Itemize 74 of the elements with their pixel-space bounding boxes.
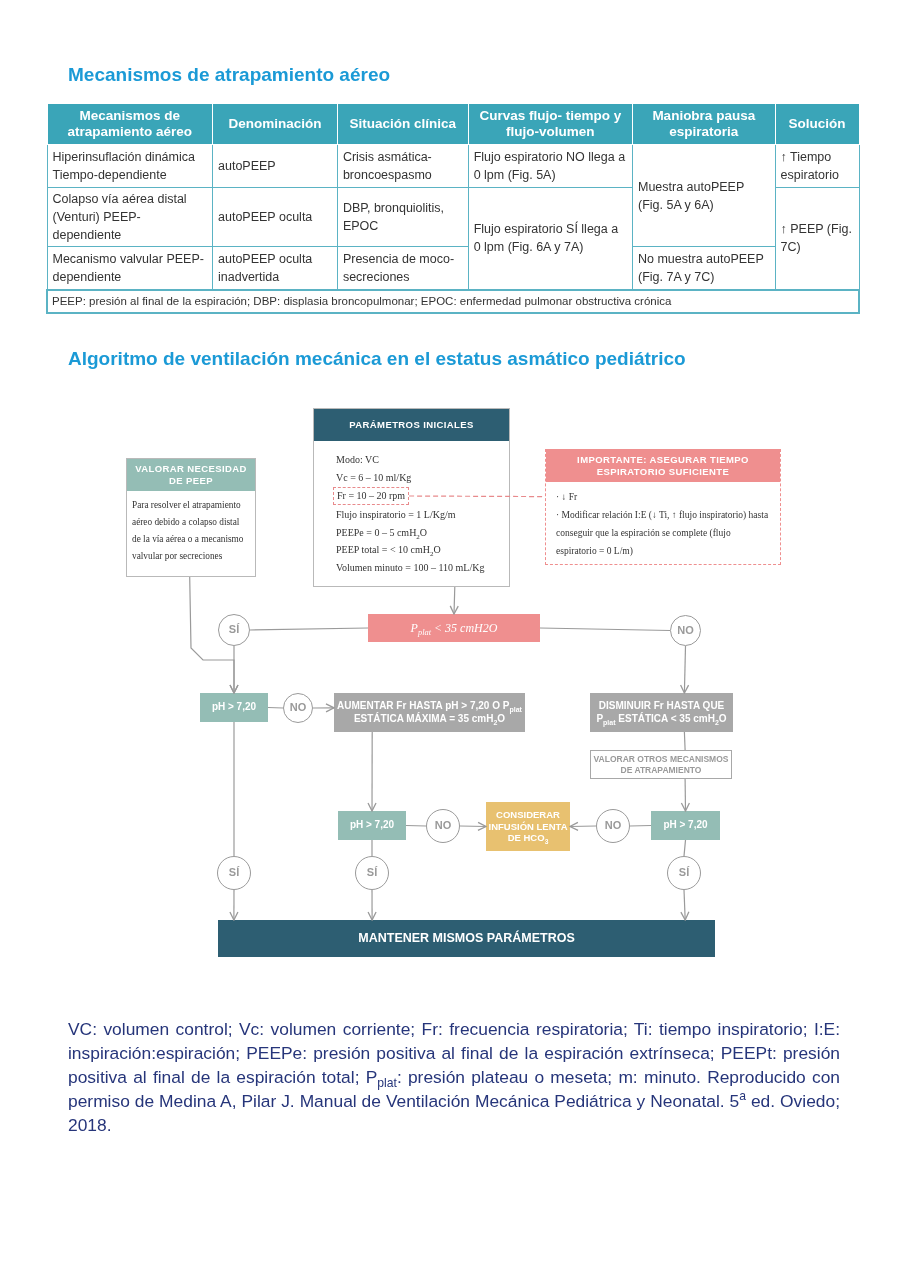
table-cell: Mecanismo valvular PEEP-dependiente: [47, 246, 213, 290]
answer-circle: SÍ: [355, 856, 389, 890]
highlight-box: Fr = 10 – 20 rpm: [333, 487, 410, 505]
condition-box: pH > 7,20: [338, 811, 406, 840]
answer-circle: SÍ: [667, 856, 701, 890]
connector-line: [233, 721, 235, 857]
action-box: VALORAR OTROS MECANISMOS DE ATRAPAMIENTO: [590, 750, 732, 779]
box-heading: IMPORTANTE: ASEGURAR TIEMPO ESPIRATORIO SUFICIENTE: [546, 449, 780, 482]
answer-circle: NO: [426, 809, 460, 843]
warning-box: [545, 449, 781, 565]
arrow: [680, 889, 690, 921]
box-text: · ↓ Fr: [556, 491, 579, 504]
box-text: Para resolver el atrapamiento aéreo debido a colapso distal de la vía aérea o a mecanismo valvular por secreciones: [132, 499, 245, 563]
arrow: [679, 645, 690, 694]
connector-line: [267, 706, 284, 709]
column-header: Situación clínica: [337, 103, 469, 145]
answer-circle: NO: [596, 809, 630, 843]
arrow: [449, 586, 459, 615]
box-text: Modo: VC: [336, 453, 380, 467]
column-header: Denominación: [212, 103, 338, 145]
result-bar: MANTENER MISMOS PARÁMETROS: [218, 920, 715, 957]
table-cell: DBP, bronquiolitis, EPOC: [337, 187, 469, 247]
arrow: [229, 889, 239, 921]
answer-circle: SÍ: [217, 856, 251, 890]
table-footnote: PEEP: presión al final de la espiración; DBP: displasia broncopulmonar; EPOC: enfermedad pulmonar obstructiva crónica: [47, 289, 859, 313]
table-cell: autoPEEP: [212, 144, 338, 188]
box-heading: PARÁMETROS INICIALES: [314, 409, 509, 441]
connector-line: [371, 839, 373, 857]
arrow: [312, 703, 335, 713]
table-cell: autoPEEP oculta: [212, 187, 338, 247]
arrow: [569, 821, 597, 831]
condition-box: P$_{plat}$ < 35 cmH2O: [368, 614, 540, 642]
connector-line: [683, 731, 686, 751]
table-cell: Crisis asmática-broncoespasmo: [337, 144, 469, 188]
action-box: CONSIDERAR INFUSIÓN LENTA DE HCO$_{3}$: [486, 802, 570, 851]
section-title: Mecanismos de atrapamiento aéreo: [68, 64, 391, 86]
box-text: Vc = 6 – 10 ml/Kg: [336, 470, 413, 485]
box-text: · Modificar relación I:E (↓ Ti, ↑ flujo inspiratorio) hasta conseguir que la espiración se complete (flujo espiratorio = 0 L/m): [556, 509, 770, 558]
table-cell: ↑ PEEP (Fig. 7C): [775, 187, 859, 290]
answer-circle: SÍ: [218, 614, 250, 646]
box-text: Volumen minuto = 100 – 110 mL/Kg: [336, 560, 486, 575]
connector-line: [249, 627, 369, 631]
connector-line: [683, 839, 687, 857]
column-header: Solución: [775, 103, 859, 145]
condition-box: pH > 7,20: [200, 693, 268, 722]
column-header: Mecanismos de atrapamiento aéreo: [47, 103, 213, 145]
condition-box: pH > 7,20: [651, 811, 720, 840]
table-cell: Hiperinsuflación dinámica Tiempo-dependiente: [47, 144, 213, 188]
box-text: Flujo inspiratorio = 1 L/Kg/m: [336, 508, 457, 522]
table-cell: Flujo espiratorio NO llega a 0 lpm (Fig. 5A): [468, 144, 633, 188]
caption: VC: volumen control; Vc: volumen corriente; Fr: frecuencia respiratoria; Ti: tiempo inspiratorio; I:E: inspiración:espiración; PEEPe: presión positiva al final de la espiración extrínseca; PEEPt: presión positiva al final de la espiración total; P$_{plat}$: presión plateau o meseta; m: minuto. Reproducido con permiso de Medina A, Pilar J. Manual de Ventilación Mecánica Pediátrica y Neonatal. 5$^{a}$ ed. Oviedo; 2018.: [68, 1018, 840, 1137]
action-box: DISMINUIR Fr HASTA QUE P$_{plat}$ ESTÁTICA < 35 cmH$_{2}$O: [590, 693, 733, 732]
section-title: Algoritmo de ventilación mecánica en el estatus asmático pediátrico: [68, 348, 686, 370]
column-header: Curvas flujo- tiempo y flujo-volumen: [468, 103, 633, 145]
info-box: [126, 458, 256, 577]
arrow: [459, 821, 487, 831]
answer-circle: NO: [670, 615, 701, 646]
connector-line: [629, 824, 652, 827]
table-cell: ↑ Tiempo espiratorio: [775, 144, 859, 188]
answer-circle: NO: [283, 693, 313, 723]
arrow: [189, 576, 239, 694]
arrow: [367, 731, 377, 812]
box-heading: VALORAR NECESIDAD DE PEEP: [127, 459, 255, 491]
info-box: [313, 408, 510, 587]
connector-line: [539, 627, 671, 632]
box-text: PEEPe = 0 – 5 cmH$_{2}$O: [336, 525, 429, 541]
arrow: [680, 778, 691, 812]
action-box: AUMENTAR Fr HASTA pH > 7,20 O P$_{plat}$ ESTÁTICA MÁXIMA = 35 cmH$_{2}$O: [334, 693, 525, 732]
arrow: [367, 889, 377, 921]
connector-line: [405, 824, 427, 827]
box-text: PEEP total = < 10 cmH$_{2}$O: [336, 543, 442, 559]
column-header: Maniobra pausa espiratoria: [632, 103, 776, 145]
table-cell: Colapso vía aérea distal (Venturi) PEEP-dependiente: [47, 187, 213, 247]
table-cell: Muestra autoPEEP (Fig. 5A y 6A): [632, 144, 776, 247]
